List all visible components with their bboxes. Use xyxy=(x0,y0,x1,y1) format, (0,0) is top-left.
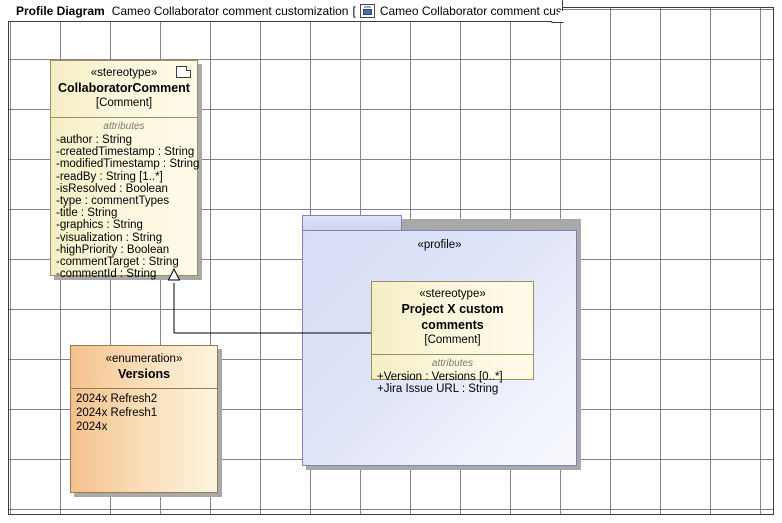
enum-literal-row[interactable]: 2024x Refresh1 xyxy=(76,406,212,420)
project-x-stereotype: «stereotype» xyxy=(378,287,527,301)
versions-name: Versions xyxy=(77,366,211,382)
versions-stereotype: «enumeration» xyxy=(77,352,211,366)
profile-diagram-icon xyxy=(360,4,375,18)
attribute-row[interactable]: +Version : Versions [0..*] xyxy=(377,371,528,383)
project-x-attributes: attributes +Version : Versions [0..*] +J… xyxy=(372,355,533,399)
attribute-row[interactable]: -graphics : String xyxy=(56,219,192,231)
attributes-caption: attributes xyxy=(377,358,528,370)
attribute-row[interactable]: -visualization : String xyxy=(56,232,192,244)
diagram-header-tab[interactable]: Profile Diagram Cameo Collaborator comme… xyxy=(8,0,563,22)
enumeration-versions-body[interactable]: «enumeration» Versions 2024x Refresh2 20… xyxy=(70,345,218,493)
enum-literal-row[interactable]: 2024x xyxy=(76,420,212,434)
attribute-row[interactable]: -createdTimestamp : String xyxy=(56,146,192,158)
profile-package-tab[interactable] xyxy=(302,215,402,231)
project-x-name: Project X custom comments xyxy=(378,301,527,333)
class-collaborator-comment-body[interactable]: «stereotype» CollaboratorComment [Commen… xyxy=(50,60,198,276)
enumeration-versions[interactable]: «enumeration» Versions 2024x Refresh2 20… xyxy=(70,345,218,493)
diagram-kind-label: Profile Diagram xyxy=(16,4,105,18)
collaborator-comment-header: «stereotype» CollaboratorComment [Commen… xyxy=(51,61,197,118)
attributes-caption: attributes xyxy=(56,121,192,133)
attribute-row[interactable]: -readBy : String [1..*] xyxy=(56,171,192,183)
diagram-name-label: Cameo Collaborator comment customization xyxy=(112,4,349,18)
attribute-row[interactable]: -commentId : String xyxy=(56,268,192,280)
collaborator-comment-name: CollaboratorComment xyxy=(57,80,191,96)
enum-literal-row[interactable]: 2024x Refresh2 xyxy=(76,392,212,406)
attribute-row[interactable]: -title : String xyxy=(56,207,192,219)
versions-header: «enumeration» Versions xyxy=(71,346,217,389)
attribute-row[interactable]: +Jira Issue URL : String xyxy=(377,383,528,395)
attribute-row[interactable]: -isResolved : Boolean xyxy=(56,183,192,195)
note-icon xyxy=(176,66,191,78)
attribute-row[interactable]: -modifiedTimestamp : String xyxy=(56,158,192,170)
attribute-row[interactable]: -author : String xyxy=(56,134,192,146)
attribute-row[interactable]: -highPriority : Boolean xyxy=(56,244,192,256)
versions-literals: 2024x Refresh2 2024x Refresh1 2024x xyxy=(71,389,217,492)
collaborator-comment-attributes: attributes -author : String -createdTime… xyxy=(51,118,197,284)
attribute-row[interactable]: -type : commentTypes xyxy=(56,195,192,207)
attribute-row[interactable]: -commentTarget : String xyxy=(56,256,192,268)
class-project-x-body[interactable]: «stereotype» Project X custom comments [… xyxy=(371,281,534,380)
bracket-open: [ xyxy=(352,4,355,18)
class-collaborator-comment[interactable]: «stereotype» CollaboratorComment [Commen… xyxy=(50,60,198,276)
diagram-owner-label: Cameo Collaborator comment customization xyxy=(380,4,563,18)
profile-package-stereotype: «profile» xyxy=(303,239,576,251)
project-x-metaclass: [Comment] xyxy=(378,333,527,348)
class-project-x-custom-comments[interactable]: «stereotype» Project X custom comments [… xyxy=(371,281,534,380)
project-x-header: «stereotype» Project X custom comments [… xyxy=(372,282,533,355)
collaborator-comment-metaclass: [Comment] xyxy=(57,96,191,111)
diagram-canvas[interactable]: «profile» «stereotype» CollaboratorComme… xyxy=(8,7,774,515)
collaborator-comment-stereotype: «stereotype» xyxy=(57,66,191,80)
